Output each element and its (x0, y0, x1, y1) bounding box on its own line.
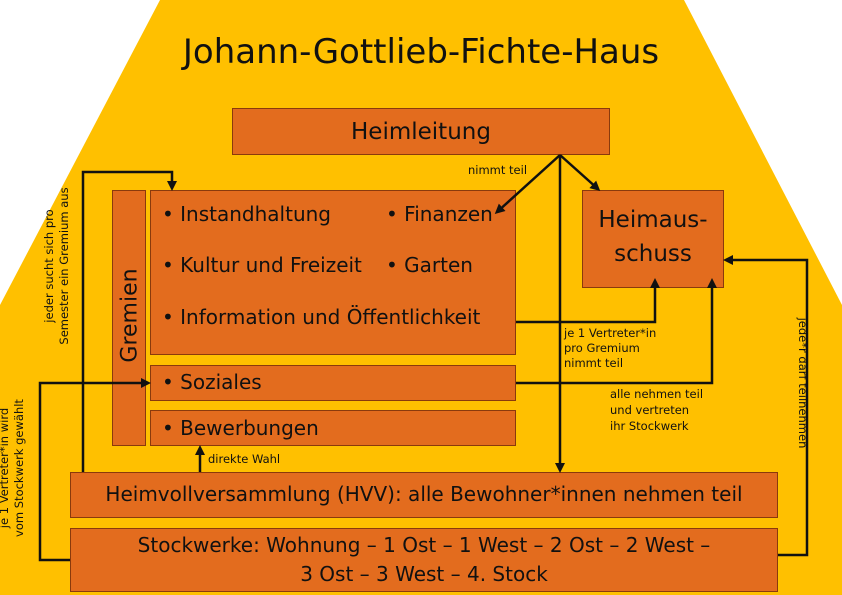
annotation-alle-nehmen-1: alle nehmen teil (610, 387, 704, 401)
heimausschuss-label-line1: Heimaus- (598, 207, 708, 233)
gremium-kultur: • Kultur und Freizeit (162, 253, 362, 277)
arrow-gremien-to-heimausschuss (516, 278, 660, 324)
annotation-jeder-sucht-2: Semester ein Gremium aus (57, 187, 71, 345)
page-title: Johann-Gottlieb-Fichte-Haus (182, 32, 660, 72)
annotation-jeder-sucht: jeder sucht sich pro Semester ein Gremiu… (42, 186, 72, 346)
annotation-vertreter-gremium-1: je 1 Vertreter*in (564, 326, 657, 340)
annotation-alle-nehmen-2: und vertreten (610, 403, 690, 417)
annotation-nimmt-teil: nimmt teil (468, 163, 528, 177)
gremien-box: Gremien (112, 190, 146, 446)
arrow-heimleitung-to-heimausschuss (559, 154, 601, 192)
gremium-bewerbungen: • Bewerbungen (162, 416, 319, 440)
heimausschuss-box: Heimaus- schuss (582, 190, 724, 288)
arrow-soziales-to-heimausschuss (516, 278, 717, 385)
annotation-alle-nehmen-3: ihr Stockwerk (610, 419, 689, 433)
gremium-finanzen: • Finanzen (386, 202, 493, 226)
gremium-instandhaltung: • Instandhaltung (162, 202, 331, 226)
annotation-vertreter-stockwerk: je 1 Vertreter*in wird vom Stockwerk gew… (0, 398, 27, 538)
gremium-information: • Information und Öffentlichkeit (162, 305, 481, 329)
arrow-stockwerke-to-heimausschuss (723, 255, 809, 557)
soziales-box (150, 365, 516, 401)
annotation-jeder-sucht-1: jeder sucht sich pro (42, 209, 56, 323)
hvv-box: Heimvollversammlung (HVV): alle Bewohner… (70, 472, 778, 518)
heimausschuss-label-line2: schuss (614, 241, 692, 267)
annotation-direkte-wahl: direkte Wahl (208, 452, 281, 466)
gremium-soziales: • Soziales (162, 370, 262, 394)
stockwerke-box: Stockwerke: Wohnung – 1 Ost – 1 West – 2… (70, 528, 778, 592)
annotation-vertreter-stockwerk-2: vom Stockwerk gewählt (12, 399, 26, 537)
heimleitung-box: Heimleitung (232, 108, 610, 155)
arrow-stockwerke-to-soziales (38, 378, 151, 562)
stockwerke-line1: Stockwerke: Wohnung – 1 Ost – 1 West – 2… (137, 533, 711, 557)
hvv-label: Heimvollversammlung (HVV): alle Bewohner… (105, 482, 743, 506)
annotation-vertreter-gremium-2: pro Gremium (564, 341, 640, 355)
heimleitung-label: Heimleitung (351, 119, 491, 145)
arrow-heimleitung-to-gremien (494, 154, 561, 215)
gremien-main-box (150, 190, 516, 355)
stockwerke-line2: 3 Ost – 3 West – 4. Stock (300, 562, 548, 586)
annotation-jeder-darf: jede*r darf teilnehmen (796, 317, 810, 449)
arrow-hvv-to-gremien (81, 170, 177, 472)
bewerbungen-box (150, 410, 516, 446)
gremium-garten: • Garten (386, 253, 473, 277)
annotation-vertreter-stockwerk-1: je 1 Vertreter*in wird (0, 407, 11, 529)
annotation-vertreter-gremium-3: nimmt teil (564, 356, 624, 370)
